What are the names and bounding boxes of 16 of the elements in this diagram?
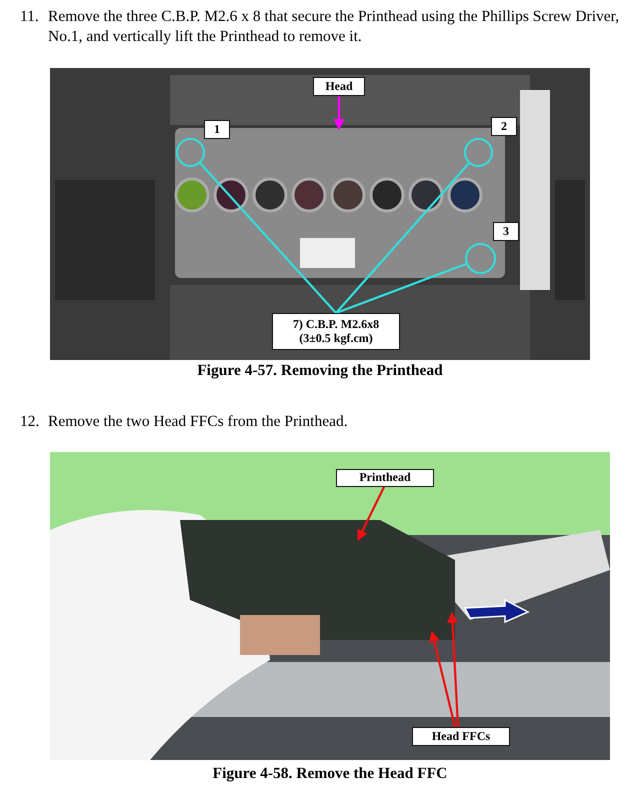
screw-highlight-circle: [176, 138, 205, 167]
callout-number: 3: [493, 222, 519, 241]
callout-number: 1: [204, 120, 230, 139]
callout-label: Head: [313, 77, 365, 96]
callout-number: 2: [491, 117, 517, 136]
screw-highlight-circle: [464, 138, 493, 167]
step-number: 11.: [20, 7, 40, 27]
callout-label: Printhead: [336, 469, 434, 487]
figure-caption: Figure 4-58. Remove the Head FFC: [212, 764, 448, 784]
instruction-text: Remove the two Head FFCs from the Printhead.: [48, 412, 349, 432]
callout-label: 7) C.B.P. M2.6x8 (3±0.5 kgf.cm): [272, 313, 400, 350]
step-number: 12.: [20, 412, 40, 432]
callout-label: Head FFCs: [412, 727, 510, 746]
screw-highlight-circle: [465, 243, 496, 274]
figure-caption: Figure 4-57. Removing the Printhead: [196, 361, 444, 381]
instruction-text: Remove the three C.B.P. M2.6 x 8 that secure the Printhead using the Phillips Screw Driver, No.1, and vertically lift the Printhead to remove it.: [48, 7, 620, 48]
